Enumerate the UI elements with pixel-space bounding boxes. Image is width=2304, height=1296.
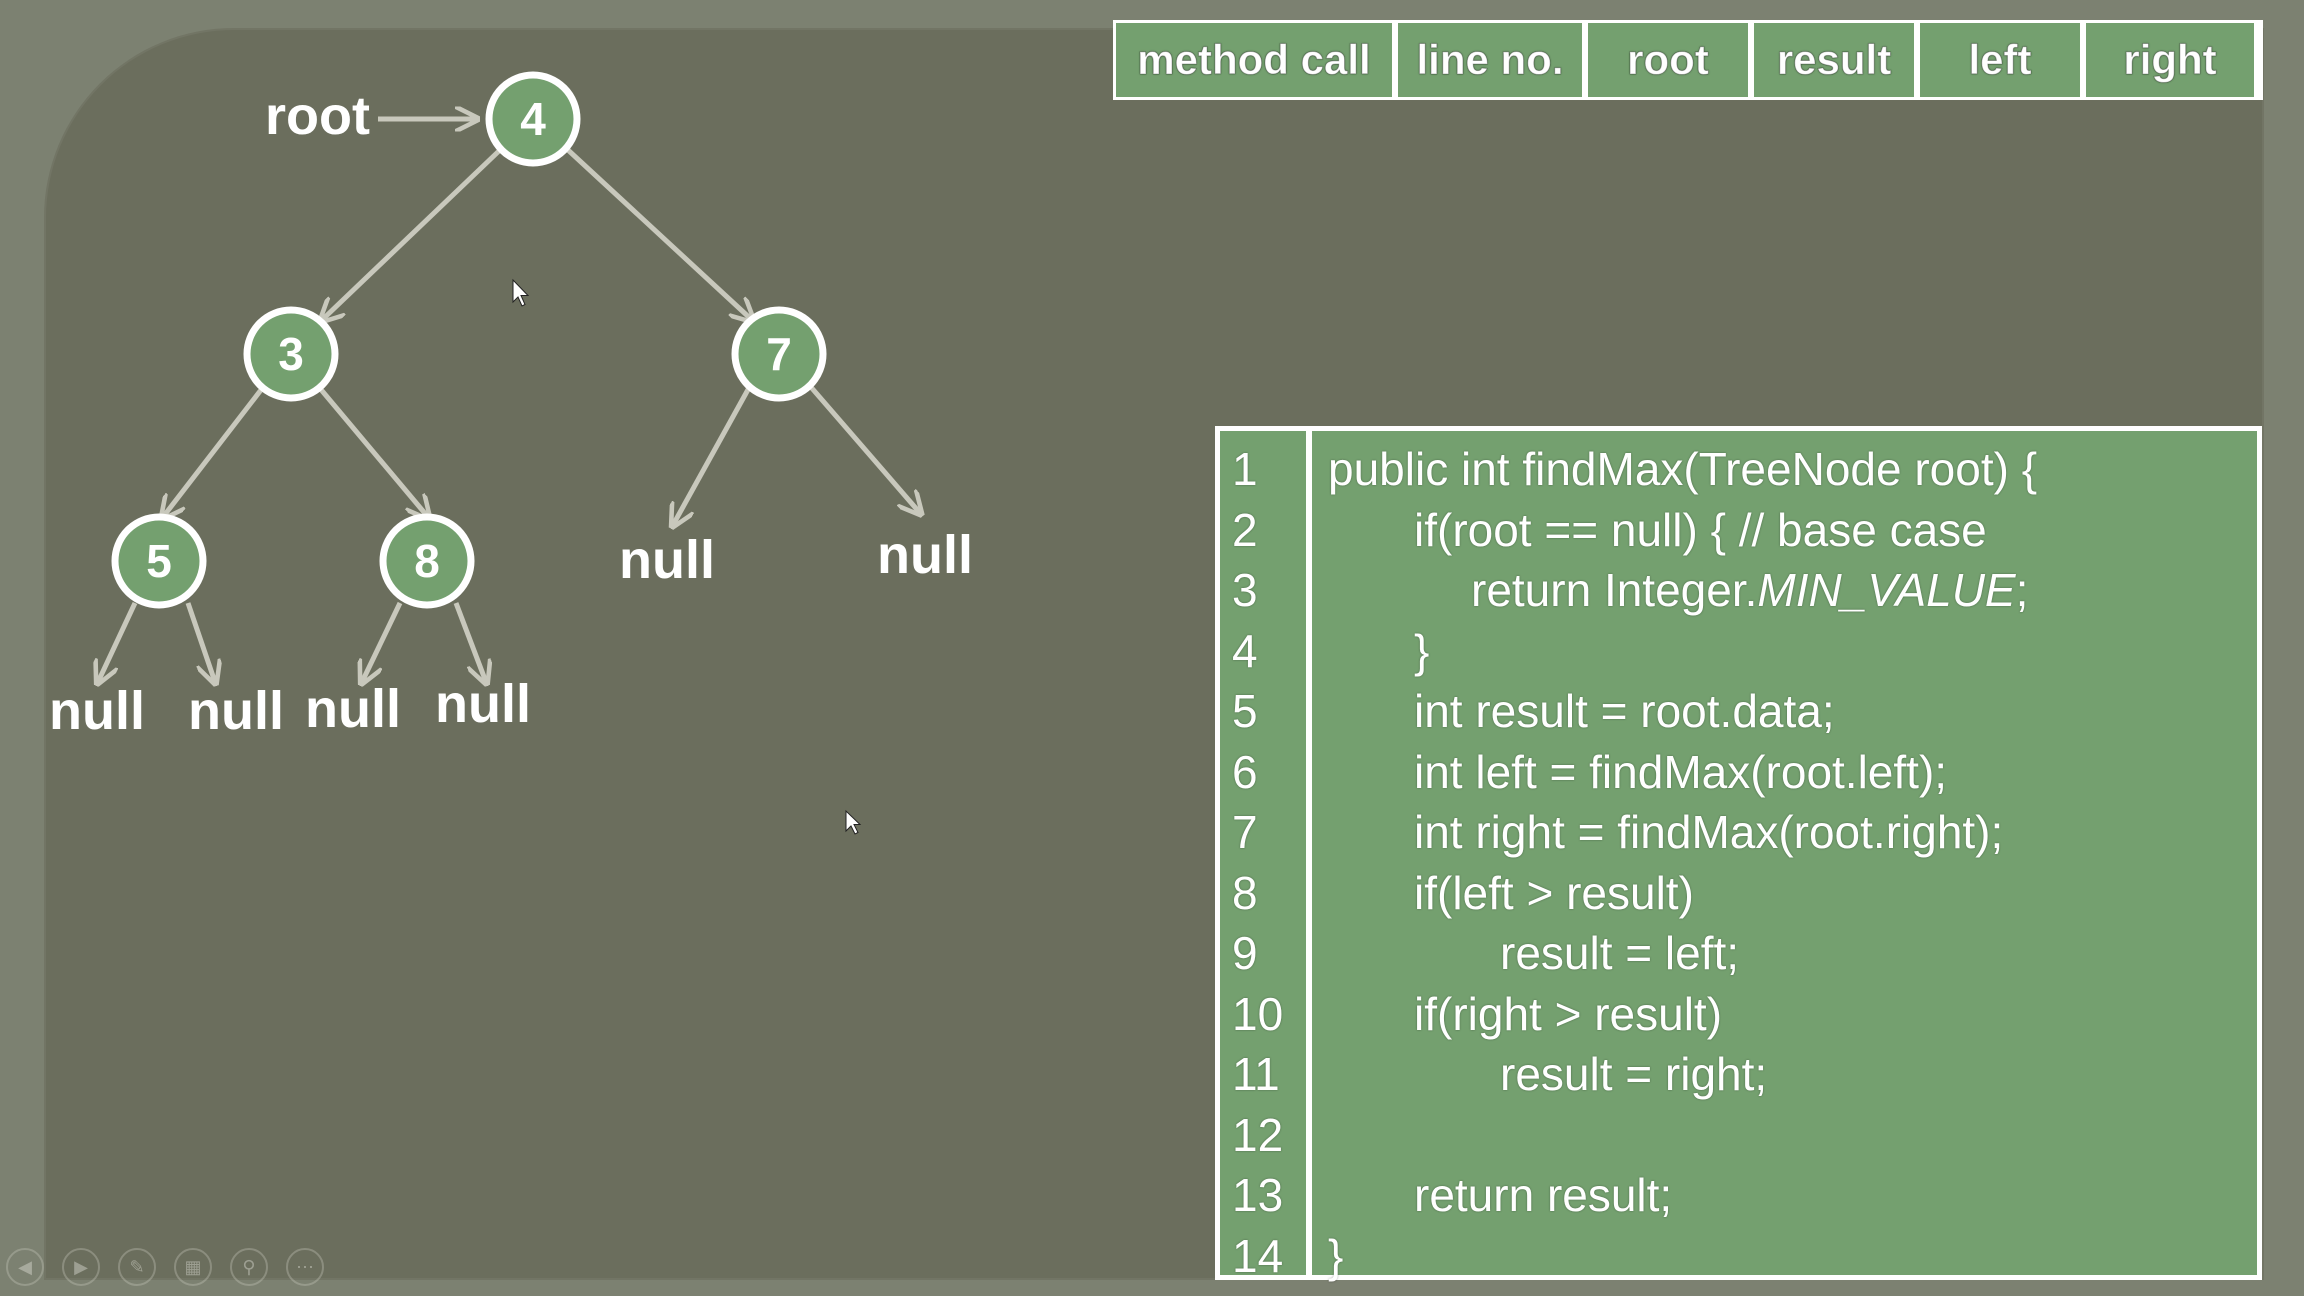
line-number: 14	[1232, 1229, 1284, 1282]
line-number: 7	[1232, 806, 1258, 858]
tree-node-5: 5	[111, 513, 207, 609]
code-line: int result = root.data;	[1414, 685, 1835, 737]
header-result: result	[1754, 23, 1914, 97]
code-text-italic: MIN_VALUE	[1757, 564, 2016, 616]
line-number: 4	[1232, 624, 1258, 677]
line-number: 12	[1232, 1108, 1284, 1161]
code-line: public int findMax(TreeNode root) {	[1328, 443, 2038, 495]
header-line-no: line no.	[1398, 23, 1582, 97]
header-left: left	[1920, 23, 2080, 97]
code-line: if(right > result)	[1414, 987, 1723, 1040]
code-body: public int findMax(TreeNode root) { if(r…	[1312, 431, 2257, 1282]
line-number: 11	[1232, 1048, 1280, 1100]
code-text: ;	[2015, 564, 2029, 616]
null-leaf-7-right: null	[877, 525, 973, 585]
tree-node-value: 4	[520, 93, 546, 145]
edge-3-8	[316, 384, 428, 517]
line-number: 8	[1232, 866, 1258, 919]
line-number: 1	[1232, 443, 1258, 495]
code-listing: 1 2 3 4 5 6 7 8 9 10 11 12 13 14 public …	[1215, 426, 2262, 1282]
edge-7-null-left	[673, 384, 753, 525]
null-leaf-8-right: null	[435, 674, 531, 734]
code-line: return result;	[1414, 1169, 1673, 1221]
null-leaf-5-left: null	[49, 681, 145, 741]
null-leaf-5-right: null	[188, 681, 284, 741]
code-line: result = right;	[1500, 1048, 1768, 1100]
tree-node-4: 4	[485, 71, 581, 167]
code-line: return Integer.MIN_VALUE;	[1328, 562, 2257, 623]
line-number: 6	[1232, 745, 1258, 798]
pen-icon[interactable]: ✎	[118, 1248, 156, 1286]
code-line: result = left;	[1500, 927, 1740, 979]
tree-node-value: 5	[146, 535, 172, 587]
code-line	[1328, 1107, 2257, 1168]
edge-8-null-left	[362, 601, 403, 682]
edge-5-null-right	[185, 602, 215, 682]
edge-5-null-left	[98, 601, 138, 682]
null-leaf-8-left: null	[305, 679, 401, 739]
edge-3-5	[163, 384, 266, 517]
tree-node-value: 7	[766, 328, 792, 380]
tree-node-8: 8	[379, 513, 475, 609]
edge-4-7	[566, 148, 752, 320]
header-method-call: method call	[1116, 23, 1392, 97]
code-line: }	[1328, 1229, 1344, 1282]
tree-node-3: 3	[243, 306, 339, 402]
edge-7-null-right	[808, 384, 920, 513]
tree-node-value: 3	[278, 328, 304, 380]
trace-table-header: method call line no. root result left ri…	[1113, 20, 2263, 100]
code-line: }	[1414, 624, 1430, 677]
code-line: if(root == null) { // base case	[1414, 503, 1987, 556]
slides-grid-icon[interactable]: ▦	[174, 1248, 212, 1286]
line-number: 5	[1232, 685, 1258, 737]
tree-node-7: 7	[731, 306, 827, 402]
code-line: if(left > result)	[1414, 866, 1694, 919]
line-number: 10	[1232, 987, 1284, 1040]
edge-4-3	[322, 148, 502, 320]
line-number: 3	[1232, 564, 1258, 616]
slideshow-toolbar: ◀ ▶ ✎ ▦ ⚲ ⋯	[6, 1248, 324, 1286]
tree-node-value: 8	[414, 535, 440, 587]
code-text: return Integer.	[1471, 564, 1758, 616]
previous-icon[interactable]: ◀	[6, 1248, 44, 1286]
line-number: 9	[1232, 927, 1258, 979]
mouse-cursor-icon	[512, 278, 530, 307]
next-icon[interactable]: ▶	[62, 1248, 100, 1286]
code-line: int left = findMax(root.left);	[1414, 745, 1948, 798]
code-line: int right = findMax(root.right);	[1414, 806, 2004, 858]
root-pointer-label: root	[265, 86, 370, 146]
line-number: 13	[1232, 1169, 1284, 1221]
zoom-icon[interactable]: ⚲	[230, 1248, 268, 1286]
header-root: root	[1588, 23, 1748, 97]
mouse-cursor-icon	[845, 809, 862, 835]
header-right: right	[2086, 23, 2254, 97]
line-number: 2	[1232, 503, 1258, 556]
line-number-gutter: 1 2 3 4 5 6 7 8 9 10 11 12 13 14	[1220, 431, 1306, 1282]
edge-8-null-right	[453, 602, 486, 682]
null-leaf-7-left: null	[619, 530, 715, 590]
more-icon[interactable]: ⋯	[286, 1248, 324, 1286]
